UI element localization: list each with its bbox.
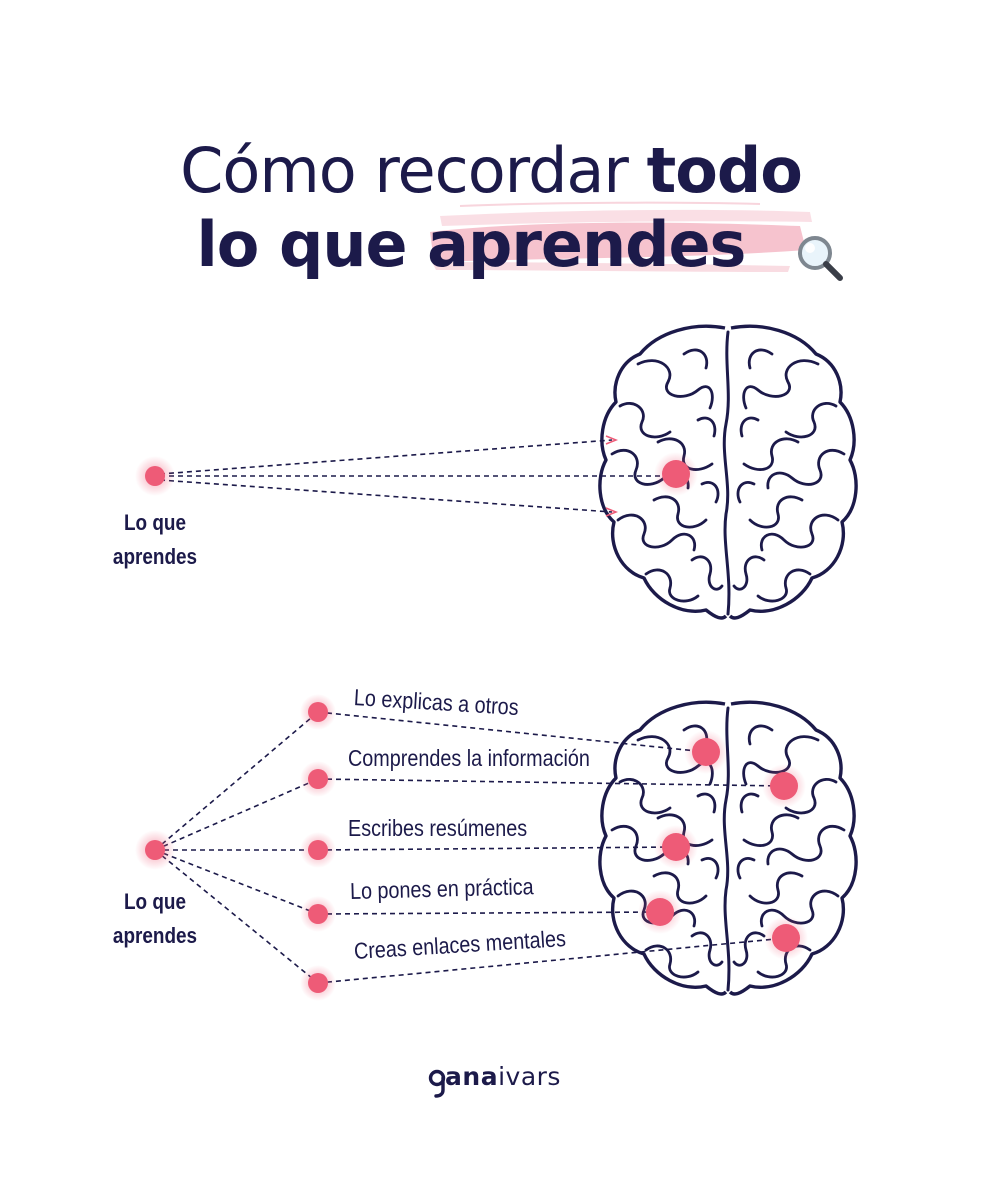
bottom-diagram bbox=[135, 694, 858, 1001]
logo-light: ivars bbox=[498, 1062, 561, 1091]
top-source-label-line1: Lo que bbox=[123, 510, 187, 535]
brand-logo: anaivars bbox=[0, 1062, 982, 1091]
brain-icon bbox=[598, 324, 858, 620]
branch-label-understand: Comprendes la información bbox=[348, 745, 590, 771]
logo-symbol-icon bbox=[428, 1069, 446, 1098]
title-line2-text: lo que aprendes bbox=[196, 208, 747, 281]
top-source-label-line2: aprendes bbox=[112, 544, 198, 569]
arrowhead-icon bbox=[605, 435, 619, 445]
memory-node bbox=[662, 460, 690, 488]
title-regular: Cómo recordar bbox=[180, 134, 629, 207]
bottom-source-label: Lo que aprendes bbox=[103, 885, 206, 953]
arrowhead-icon bbox=[605, 507, 619, 517]
branch-label-summaries: Escribes resúmenes bbox=[348, 815, 528, 841]
title-bold: todo bbox=[646, 134, 803, 207]
branch-nodes bbox=[300, 694, 336, 1001]
bottom-source-label-line1: Lo que bbox=[123, 889, 187, 914]
title-brush-highlight bbox=[430, 201, 812, 272]
magnifier-icon bbox=[798, 236, 843, 281]
top-diagram bbox=[135, 324, 858, 620]
top-connector-lines bbox=[159, 439, 668, 513]
top-source-label: Lo que aprendes bbox=[103, 506, 206, 574]
source-node bbox=[145, 840, 165, 860]
bottom-connector-lines bbox=[317, 711, 787, 984]
brain-icon bbox=[598, 700, 858, 996]
branch-label-practice: Lo pones en práctica bbox=[349, 873, 534, 904]
source-node bbox=[145, 466, 165, 486]
bottom-fan-lines bbox=[154, 711, 319, 984]
page-title-line1: Cómo recordar todo bbox=[0, 134, 982, 207]
memory-nodes bbox=[638, 730, 808, 960]
bottom-source-label-line2: aprendes bbox=[112, 923, 198, 948]
page-title-line2: lo que aprendes bbox=[0, 208, 982, 281]
logo-bold: ana bbox=[445, 1062, 499, 1091]
